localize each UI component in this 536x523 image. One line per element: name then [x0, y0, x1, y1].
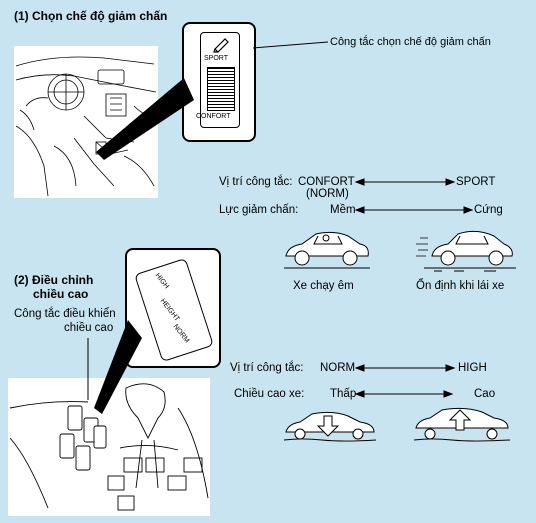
- switch-rocker: [207, 67, 235, 111]
- vehicle-height-label: Chiều cao xe:: [234, 388, 305, 400]
- console-illustration: [8, 378, 210, 516]
- stable-drive-car: [414, 224, 518, 272]
- dashboard-drawing: [15, 56, 157, 197]
- height-switch-label-line1: Công tắc điều khiển: [14, 308, 116, 320]
- height-position-high: HIGH: [458, 362, 487, 374]
- damping-soft: Mềm: [330, 204, 356, 216]
- caption-smooth-ride: Xe chạy êm: [293, 280, 354, 292]
- smooth-ride-car: [282, 226, 372, 272]
- console-drawing: [9, 383, 209, 511]
- low-height-car: [282, 408, 378, 446]
- switch-position-confort: CONFORT: [298, 176, 355, 188]
- switch-position-label: Vị trí công tắc:: [219, 176, 293, 188]
- height-position-label: Vị trí công tắc:: [230, 362, 304, 374]
- switch-position-sport: SPORT: [456, 176, 496, 188]
- damping-hard: Cứng: [474, 204, 503, 216]
- height-switch-label-line2: chiều cao: [64, 322, 114, 334]
- switch-sport-label: SPORT: [204, 55, 228, 62]
- section2-heading-line2: chiều cao: [33, 287, 89, 301]
- height-position-norm: NORM: [320, 362, 356, 374]
- switch-position-norm: (NORM): [306, 188, 349, 200]
- height-switch-callout: HIGH HEIGHT NORM: [125, 248, 221, 368]
- pencil-icon: [211, 35, 231, 53]
- section1-heading: (1) Chọn chế độ giảm chấn: [14, 9, 168, 23]
- caption-stable-drive: Ổn định khi lái xe: [416, 280, 505, 292]
- section2-heading-line1: (2) Điều chỉnh: [14, 273, 94, 287]
- high-height-car: [412, 406, 512, 446]
- damping-switch-label: Công tắc chọn chế độ giảm chấn: [330, 36, 491, 48]
- vehicle-height-high: Cao: [474, 388, 496, 400]
- damping-switch-callout: SPORT CONFORT: [182, 22, 256, 142]
- switch-confort-label: CONFORT: [196, 113, 231, 120]
- damping-switch[interactable]: SPORT CONFORT: [196, 32, 240, 128]
- vehicle-height-low: Thấp: [330, 388, 357, 400]
- damping-force-label: Lực giảm chấn:: [219, 204, 299, 216]
